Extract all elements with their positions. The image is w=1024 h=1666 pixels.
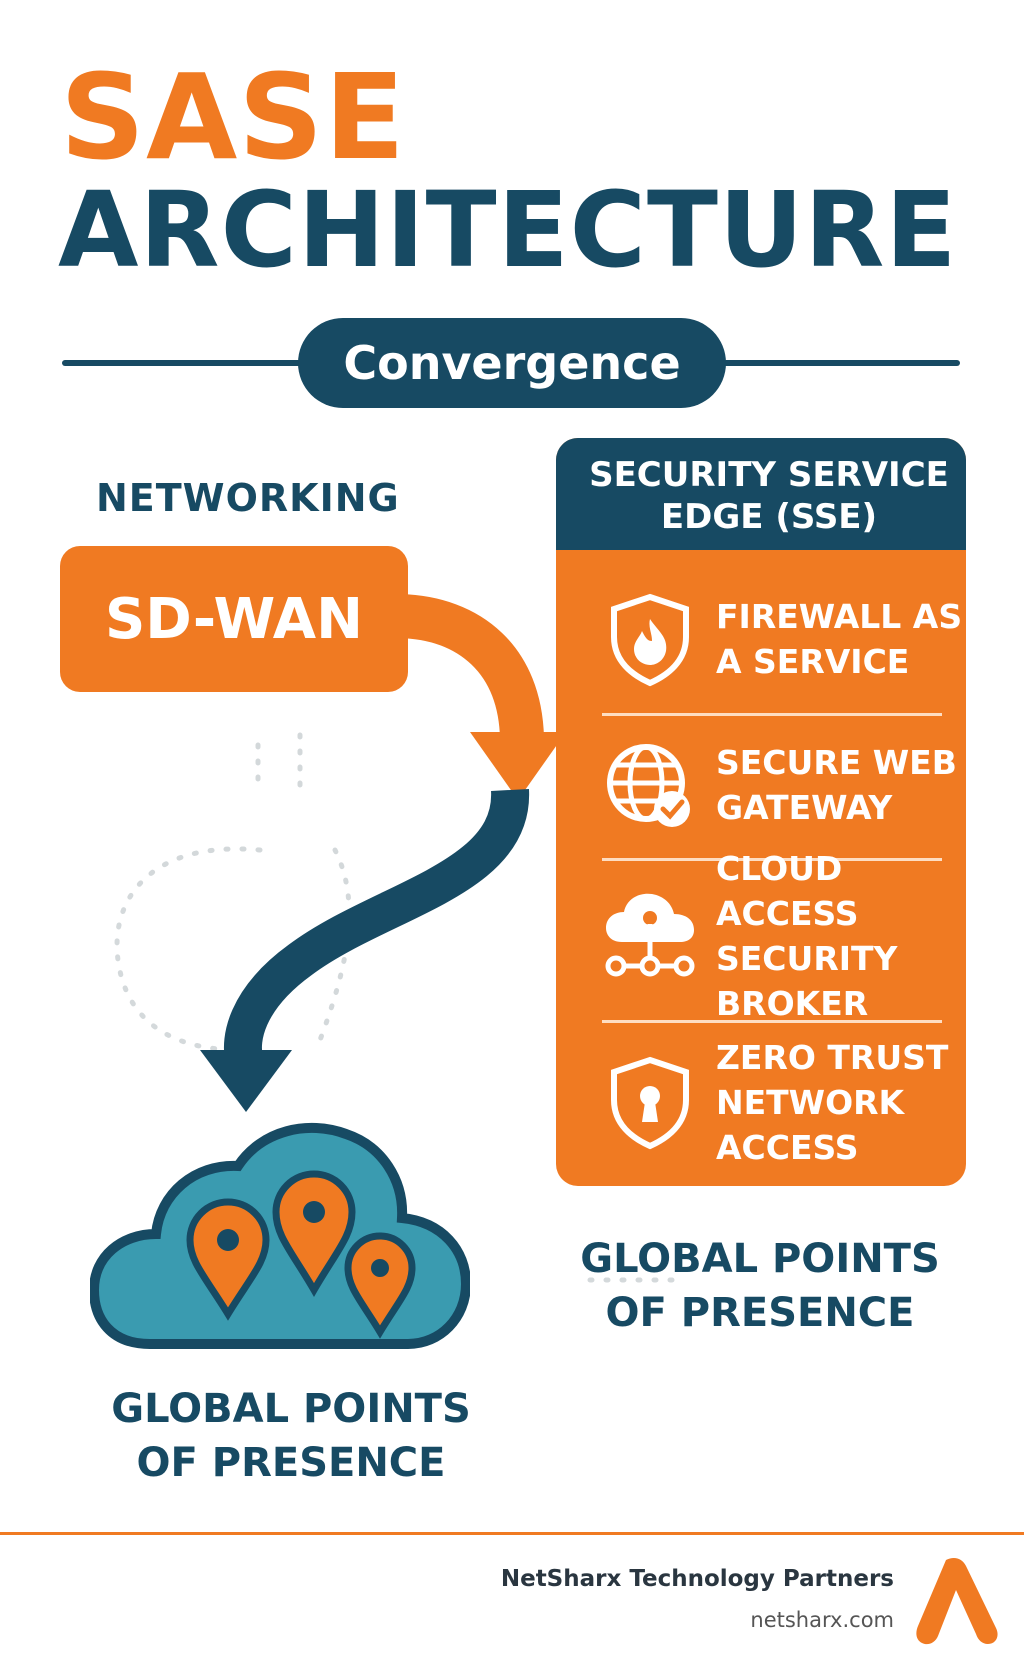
banner-rule-right <box>714 360 960 366</box>
networking-heading: NETWORKING <box>96 476 400 520</box>
cloud-location-pins-icon <box>90 1123 470 1349</box>
sse-item-casb: CLOUD ACCESS SECURITY BROKER <box>556 849 966 1023</box>
orange-arrow <box>398 594 566 800</box>
cloud-network-icon <box>605 893 695 977</box>
company-name: NetSharx Technology Partners <box>500 1566 894 1592</box>
location-pin-left <box>186 1198 270 1321</box>
sdwan-box: SD-WAN <box>60 546 408 692</box>
location-pin-right <box>344 1232 416 1339</box>
netsharx-logo-icon <box>916 1558 998 1645</box>
sse-item-label: CLOUD ACCESS SECURITY BROKER <box>716 849 898 1023</box>
dotted-loop <box>114 732 683 1283</box>
shield-keyhole-icon <box>611 1056 689 1150</box>
title-architecture: ARCHITECTURE <box>58 169 958 291</box>
sse-panel: SECURITY SERVICE EDGE (SSE) FIREWALL AS … <box>556 438 966 1186</box>
sse-heading: SECURITY SERVICE EDGE (SSE) <box>556 438 966 550</box>
sse-divider <box>602 713 942 716</box>
sse-item-ztna: ZERO TRUST NETWORK ACCESS <box>556 1028 966 1176</box>
navy-arrow <box>200 788 530 1112</box>
title-sase: SASE <box>60 48 406 186</box>
sse-divider <box>602 858 942 861</box>
sse-item-firewall: FIREWALL AS A SERVICE <box>556 574 966 704</box>
website-link[interactable]: netsharx.com <box>750 1608 894 1632</box>
sse-divider <box>602 1020 942 1023</box>
convergence-label: Convergence <box>343 336 681 390</box>
location-pin-middle <box>272 1170 356 1297</box>
sse-item-label: SECURE WEB GATEWAY <box>716 743 957 827</box>
left-pop-label: GLOBAL POINTS OF PRESENCE <box>111 1386 471 1486</box>
globe-check-icon <box>607 744 690 827</box>
sse-item-swg: SECURE WEB GATEWAY <box>556 720 966 850</box>
sse-item-label: ZERO TRUST NETWORK ACCESS <box>716 1037 949 1167</box>
shield-flame-icon <box>611 593 689 687</box>
banner-rule-left <box>62 360 310 366</box>
sse-item-label: FIREWALL AS A SERVICE <box>716 597 963 681</box>
sdwan-label: SD-WAN <box>104 586 364 652</box>
convergence-banner: Convergence <box>298 318 726 408</box>
right-pop-label: GLOBAL POINTS OF PRESENCE <box>580 1236 940 1336</box>
footer-divider <box>0 1532 1024 1535</box>
